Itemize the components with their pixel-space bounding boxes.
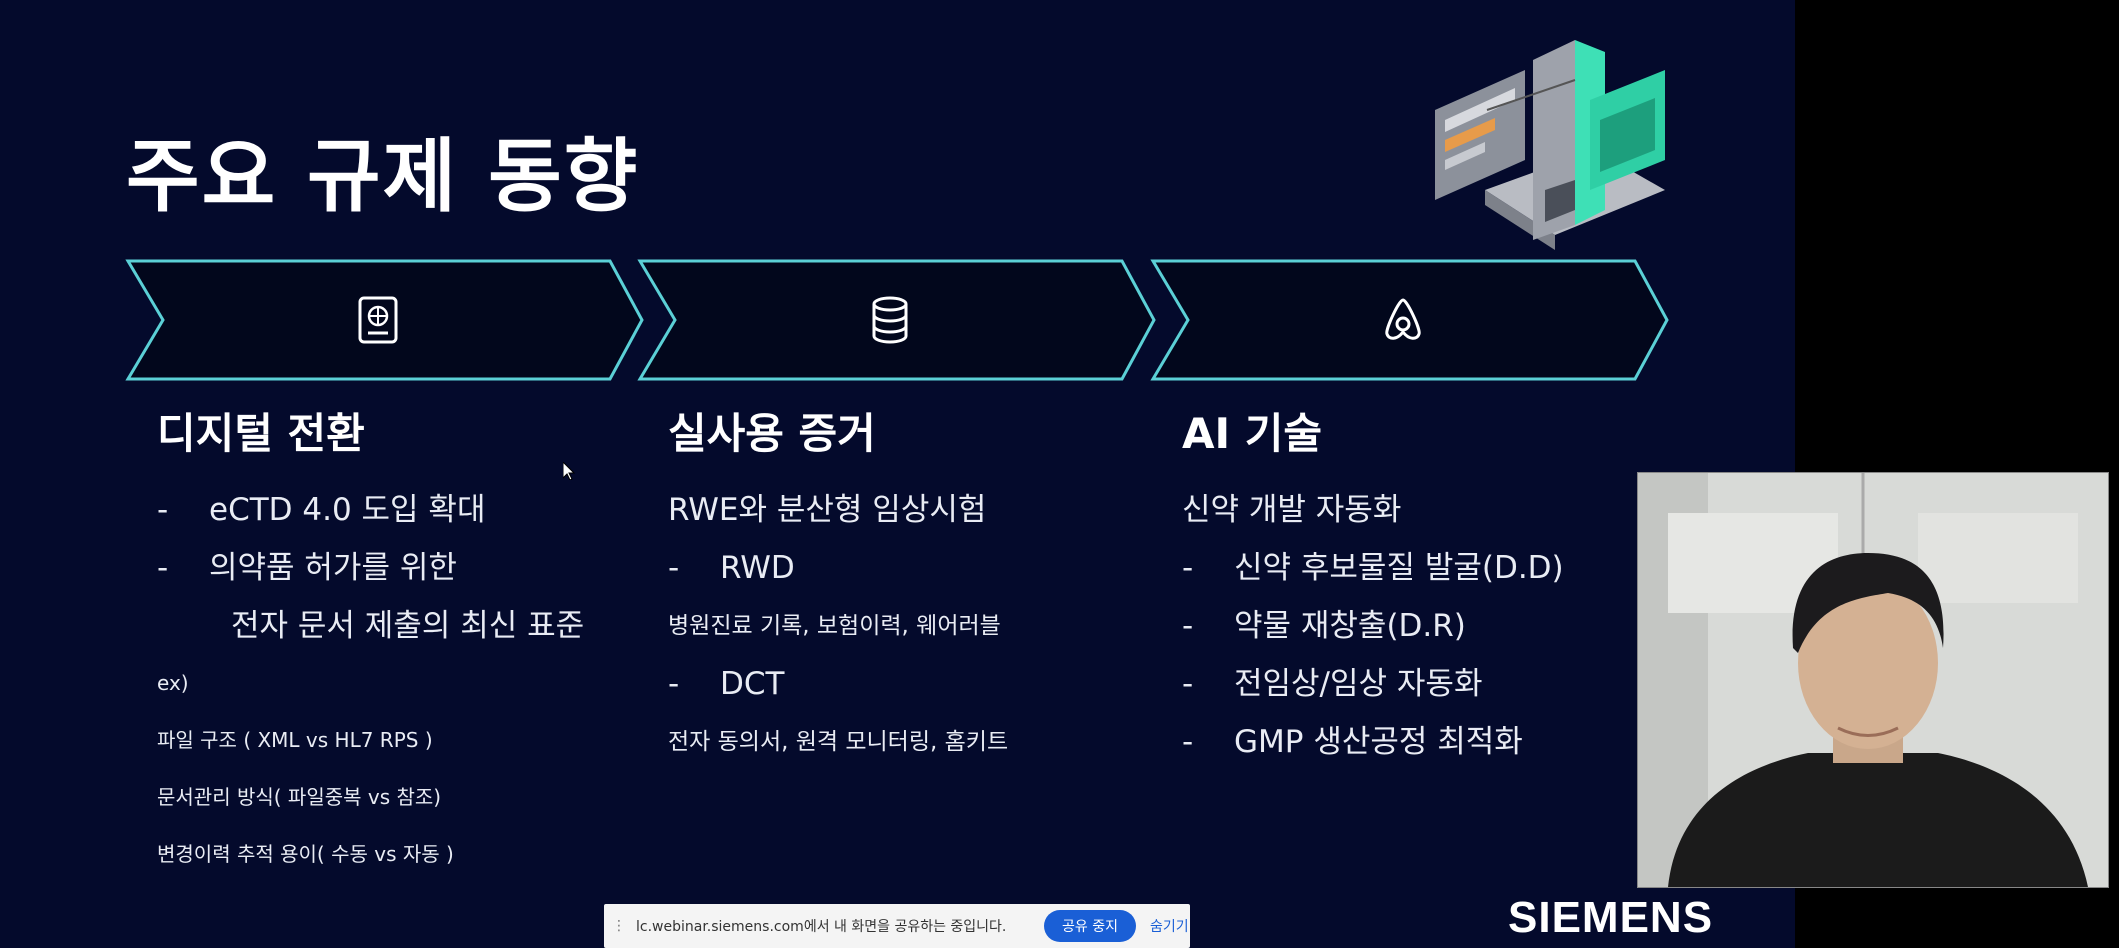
chevron-step-3 <box>1150 258 1670 382</box>
note-line: 변경이력 추적 용이( 수동 vs 자동 ) <box>157 842 454 866</box>
list-item: -약물 재창출(D.R) <box>1182 608 1466 644</box>
passport-icon <box>352 294 404 346</box>
slide-title: 주요 규제 동향 <box>126 130 640 223</box>
column-digital-transformation: 디지털 전환 -eCTD 4.0 도입 확대 -의약품 허가를 위한 전자 문서… <box>157 400 584 883</box>
note-line: 문서관리 방식( 파일중복 vs 참조) <box>157 785 442 809</box>
column-heading: 디지털 전환 <box>157 409 365 458</box>
list-item: -GMP 생산공정 최적화 <box>1182 724 1523 760</box>
list-item: -의약품 허가를 위한 <box>157 550 457 586</box>
list-item: -eCTD 4.0 도입 확대 <box>157 492 486 528</box>
list-item: 전자 문서 제출의 최신 표준 <box>231 608 585 644</box>
hide-button[interactable]: 숨기기 <box>1149 919 1189 935</box>
column-ai-technology: AI 기술 신약 개발 자동화 -신약 후보물질 발굴(D.D) -약물 재창출… <box>1182 400 1564 771</box>
list-subtext: 전자 동의서, 원격 모니터링, 홈키트 <box>668 729 1009 755</box>
airbnb-icon <box>1377 294 1429 346</box>
presenter-video <box>1637 472 2109 888</box>
note-line: 파일 구조 ( XML vs HL7 RPS ) <box>157 728 433 752</box>
list-item: -전임상/임상 자동화 <box>1182 666 1483 702</box>
chevron-step-2 <box>637 258 1157 382</box>
column-real-world-evidence: 실사용 증거 RWE와 분산형 임상시험 -RWD 병원진료 기록, 보험이력,… <box>668 400 1008 771</box>
list-item: 신약 개발 자동화 <box>1182 492 1402 528</box>
siemens-logo: SIEMENS <box>1508 893 1714 942</box>
list-item: -RWD <box>668 550 795 586</box>
list-item: -DCT <box>668 666 785 702</box>
slide: 주요 규제 동향 <box>0 0 1795 948</box>
database-icon <box>864 294 916 346</box>
note-line: ex) <box>157 671 189 695</box>
share-icon: ⋮ <box>612 918 626 934</box>
mouse-cursor-icon <box>562 460 576 484</box>
column-heading: 실사용 증거 <box>668 409 876 458</box>
list-subtext: 병원진료 기록, 보험이력, 웨어러블 <box>668 613 1001 639</box>
list-item: RWE와 분산형 임상시험 <box>668 492 987 528</box>
lab-equipment-illustration <box>1425 40 1675 260</box>
stop-sharing-button[interactable]: 공유 중지 <box>1044 910 1136 942</box>
list-item: -신약 후보물질 발굴(D.D) <box>1182 550 1564 586</box>
screen-share-notification: ⋮ lc.webinar.siemens.com에서 내 화면을 공유하는 중입… <box>604 904 1190 948</box>
column-heading: AI 기술 <box>1182 409 1323 458</box>
share-message: lc.webinar.siemens.com에서 내 화면을 공유하는 중입니다… <box>636 919 1007 935</box>
chevron-step-1 <box>125 258 645 382</box>
